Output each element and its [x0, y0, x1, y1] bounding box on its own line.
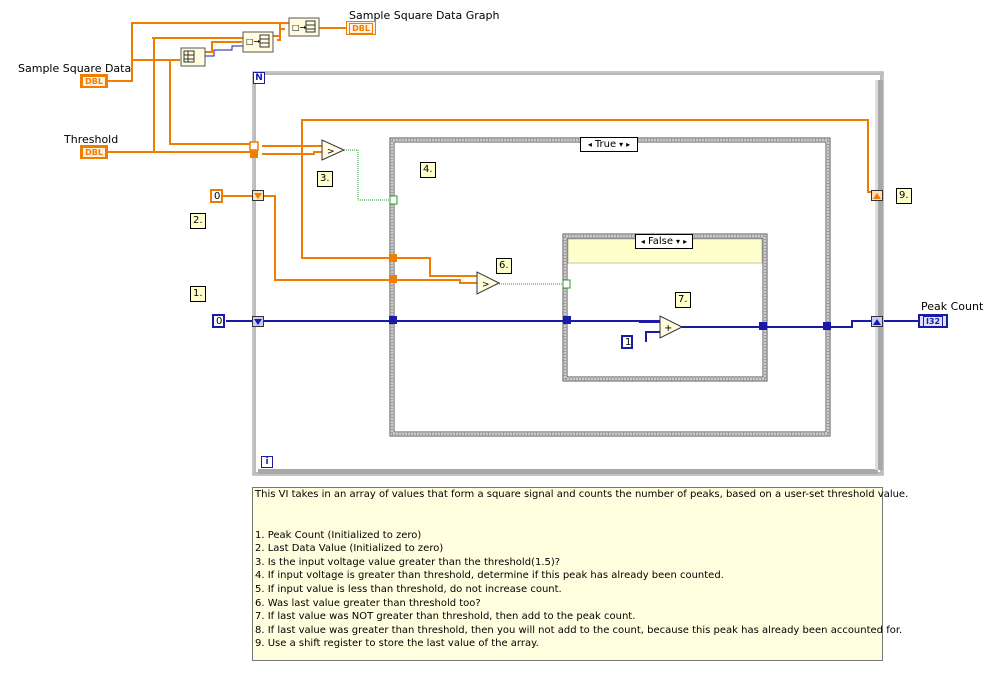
- outer-case-label: True: [594, 139, 617, 150]
- note-4: 4.: [420, 162, 436, 178]
- for-loop-frame: [252, 71, 884, 476]
- last-value-init-constant[interactable]: 0: [210, 189, 223, 203]
- chevron-down-icon[interactable]: ▾: [676, 237, 681, 246]
- shift-register-last-right[interactable]: [871, 190, 883, 201]
- comment-item: 5. If input value is less than threshold…: [255, 583, 562, 595]
- peak-count-terminal[interactable]: I32: [918, 314, 948, 328]
- outer-case-selector[interactable]: ◂ True ▾ ▸: [580, 137, 638, 152]
- note-9: 9.: [896, 188, 912, 204]
- inner-case-selector[interactable]: ◂ False ▾ ▸: [635, 234, 693, 249]
- dbl-type-label: DBL: [82, 146, 106, 158]
- peak-count-label: Peak Count: [921, 300, 984, 313]
- graph-terminal[interactable]: DBL: [346, 21, 376, 35]
- threshold-label: Threshold: [64, 133, 119, 146]
- comment-intro: This VI takes in an array of values that…: [255, 489, 909, 500]
- loop-count-terminal[interactable]: N: [253, 72, 265, 84]
- shift-register-count-left[interactable]: [252, 316, 264, 327]
- svg-text:□→: □→: [292, 23, 307, 32]
- note-1: 1.: [190, 286, 206, 302]
- dbl-type-label: DBL: [349, 22, 373, 34]
- count-init-constant[interactable]: 0: [212, 314, 225, 328]
- comment-item: 8. If last value was greater than thresh…: [255, 624, 903, 636]
- comment-item: 7. If last value was NOT greater than th…: [255, 611, 636, 623]
- comment-item: 6. Was last value greater than threshold…: [255, 597, 481, 609]
- svg-text:□→: □→: [246, 37, 261, 46]
- down-arrow-icon: [254, 318, 262, 325]
- shift-register-count-right[interactable]: [871, 316, 883, 327]
- note-2: 2.: [190, 213, 206, 229]
- next-case-icon[interactable]: ▸: [683, 237, 688, 246]
- add-node: +: [659, 315, 684, 339]
- inner-case-label: False: [647, 236, 674, 247]
- build-array-node: □→: [288, 17, 320, 37]
- bundle-node: □→: [242, 31, 274, 53]
- prev-case-icon[interactable]: ◂: [587, 140, 592, 149]
- dbl-type-label: DBL: [82, 75, 106, 87]
- graph-label: Sample Square Data Graph: [349, 9, 500, 22]
- inner-case-frame: [562, 233, 768, 382]
- note-7: 7.: [675, 292, 691, 308]
- shift-register-last-left[interactable]: [252, 190, 264, 201]
- sample-data-label: Sample Square Data: [18, 62, 132, 75]
- greater-than-node-6: >: [476, 271, 501, 295]
- threshold-terminal[interactable]: DBL: [80, 145, 108, 159]
- greater-than-node-3: >: [321, 139, 346, 161]
- svg-text:+: +: [664, 323, 672, 334]
- svg-text:>: >: [327, 147, 335, 157]
- next-case-icon[interactable]: ▸: [626, 140, 631, 149]
- up-arrow-icon: [873, 192, 881, 199]
- sample-data-terminal[interactable]: DBL: [80, 74, 108, 88]
- chevron-down-icon[interactable]: ▾: [619, 140, 624, 149]
- down-arrow-icon: [254, 192, 262, 199]
- note-3: 3.: [317, 171, 333, 187]
- comment-item: 9. Use a shift register to store the las…: [255, 638, 539, 650]
- note-6: 6.: [496, 258, 512, 274]
- comment-item: 4. If input voltage is greater than thre…: [255, 570, 724, 582]
- iteration-terminal: i: [261, 456, 273, 468]
- up-arrow-icon: [873, 318, 881, 325]
- comment-item: 1. Peak Count (Initialized to zero): [255, 529, 422, 541]
- comment-block: This VI takes in an array of values that…: [252, 487, 909, 661]
- increment-constant[interactable]: 1: [621, 335, 633, 349]
- i32-type-label: I32: [922, 315, 944, 327]
- prev-case-icon[interactable]: ◂: [640, 237, 645, 246]
- build-waveform-node: [180, 47, 206, 67]
- comment-item: 2. Last Data Value (Initialized to zero): [255, 543, 444, 555]
- comment-item: 3. Is the input voltage value greater th…: [255, 556, 561, 568]
- svg-text:>: >: [482, 280, 490, 290]
